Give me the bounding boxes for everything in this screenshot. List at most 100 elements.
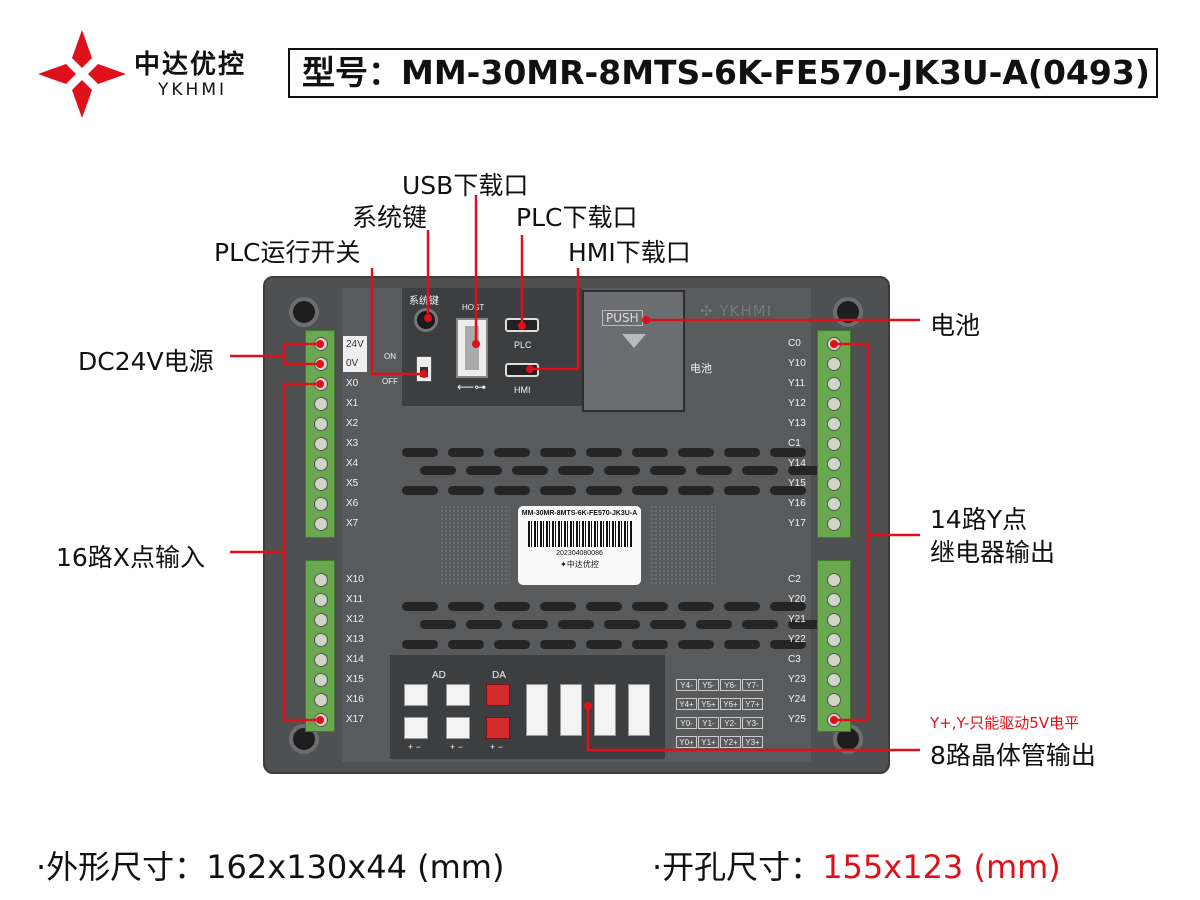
- terminal-screw: [827, 337, 841, 351]
- barcode: [527, 521, 632, 547]
- y-output-label: Y25: [788, 714, 806, 725]
- host-label: HOST: [462, 303, 485, 312]
- x-input-label: X2: [346, 418, 359, 429]
- terminal-screw: [314, 693, 328, 707]
- terminal-screw: [827, 593, 841, 607]
- x-input-label: X11: [346, 594, 364, 605]
- polarity-label-1: + −: [408, 742, 422, 752]
- vent-slot: [632, 486, 668, 495]
- da-connector-2: [486, 717, 510, 739]
- x-input-label: X14: [346, 654, 364, 665]
- da-label: DA: [492, 670, 506, 681]
- vent-slot: [678, 602, 714, 611]
- transistor-connector-3: [594, 684, 616, 736]
- vent-slot: [448, 448, 484, 457]
- terminal-screw: [314, 673, 328, 687]
- terminal-screw: [314, 377, 328, 391]
- terminal-screw: [827, 357, 841, 371]
- vent-slot: [604, 466, 640, 475]
- vent-slot: [540, 640, 576, 649]
- terminal-screw: [827, 457, 841, 471]
- transistor-connector-4: [628, 684, 650, 736]
- y-output-label: C1: [788, 438, 801, 449]
- vent-slot: [540, 602, 576, 611]
- callout-battery: 电池: [930, 311, 981, 340]
- vent-slot: [494, 602, 530, 611]
- brand-name-cn: 中达优控: [134, 50, 247, 80]
- terminal-screw: [314, 457, 328, 471]
- vent-slot: [448, 640, 484, 649]
- transistor-label: Y3-: [742, 717, 763, 729]
- run-switch[interactable]: [416, 356, 432, 382]
- y-output-label: Y13: [788, 418, 806, 429]
- transistor-label: Y6+: [720, 698, 741, 710]
- usb-host-port[interactable]: [456, 318, 488, 378]
- vent-slot: [586, 448, 622, 457]
- terminal-screw: [314, 437, 328, 451]
- terminal-screw: [827, 377, 841, 391]
- hmi-port-label: HMI: [514, 385, 531, 395]
- off-label: OFF: [382, 377, 398, 386]
- vent-slot: [678, 640, 714, 649]
- x-input-label: X6: [346, 498, 359, 509]
- plc-port[interactable]: [505, 318, 539, 332]
- terminal-screw: [314, 337, 328, 351]
- callout-y-outputs-2: 继电器输出: [930, 538, 1056, 567]
- transistor-label: Y5+: [698, 698, 719, 710]
- y-output-label: Y11: [788, 378, 806, 389]
- terminal-screw: [314, 357, 328, 371]
- y-output-label: Y24: [788, 694, 806, 705]
- vent-slot: [788, 620, 824, 629]
- y-output-label: Y14: [788, 458, 806, 469]
- transistor-label: Y1-: [698, 717, 719, 729]
- vent-slot: [678, 486, 714, 495]
- push-arrow-icon: [622, 334, 646, 348]
- x-input-label: X7: [346, 518, 359, 529]
- terminal-screw: [827, 517, 841, 531]
- vent-slot: [402, 640, 438, 649]
- transistor-connector-2: [560, 684, 582, 736]
- watermark-logo: ✣ YKHMI: [700, 302, 772, 320]
- ad-connector-3: [404, 717, 428, 739]
- y-output-label: C3: [788, 654, 801, 665]
- callout-hmi-port: HMI下载口: [568, 238, 691, 267]
- terminal-screw: [314, 593, 328, 607]
- terminal-screw: [314, 613, 328, 627]
- ad-connector-4: [446, 717, 470, 739]
- hmi-port[interactable]: [505, 363, 539, 377]
- terminal-screw: [827, 713, 841, 727]
- x-input-label: X17: [346, 714, 364, 725]
- vent-slot: [724, 448, 760, 457]
- transistor-label: Y7+: [742, 698, 763, 710]
- ad-label: AD: [432, 670, 446, 681]
- vent-slot: [586, 640, 622, 649]
- terminal-screw: [314, 417, 328, 431]
- callout-plc-port: PLC下载口: [516, 203, 638, 232]
- terminal-screw: [314, 397, 328, 411]
- vent-slot: [770, 602, 806, 611]
- footer-cutout-value: 155x123 (mm): [822, 848, 1061, 886]
- y-output-label: Y17: [788, 518, 806, 529]
- vent-slot: [742, 620, 778, 629]
- y-output-label: Y22: [788, 634, 806, 645]
- watermark-text: YKHMI: [719, 302, 773, 320]
- terminal-screw: [827, 437, 841, 451]
- system-key-button[interactable]: [414, 308, 438, 332]
- footer-bullet-1: ·: [36, 848, 47, 886]
- brand-name-en: YKHMI: [158, 80, 227, 100]
- vent-slot: [770, 486, 806, 495]
- transistor-label: Y5-: [698, 679, 719, 691]
- x-input-label: X12: [346, 614, 364, 625]
- footer-outline-value: 162x130x44 (mm): [206, 848, 505, 886]
- terminal-screw: [827, 497, 841, 511]
- vent-slot: [742, 466, 778, 475]
- vent-slot: [632, 602, 668, 611]
- y-output-label: Y15: [788, 478, 806, 489]
- y-output-label: Y20: [788, 594, 806, 605]
- vent-slot: [770, 640, 806, 649]
- callout-system-key: 系统键: [352, 203, 428, 232]
- y-output-label: Y12: [788, 398, 806, 409]
- battery-cover[interactable]: [582, 290, 685, 412]
- vent-slot: [420, 620, 456, 629]
- y-output-label: Y23: [788, 674, 806, 685]
